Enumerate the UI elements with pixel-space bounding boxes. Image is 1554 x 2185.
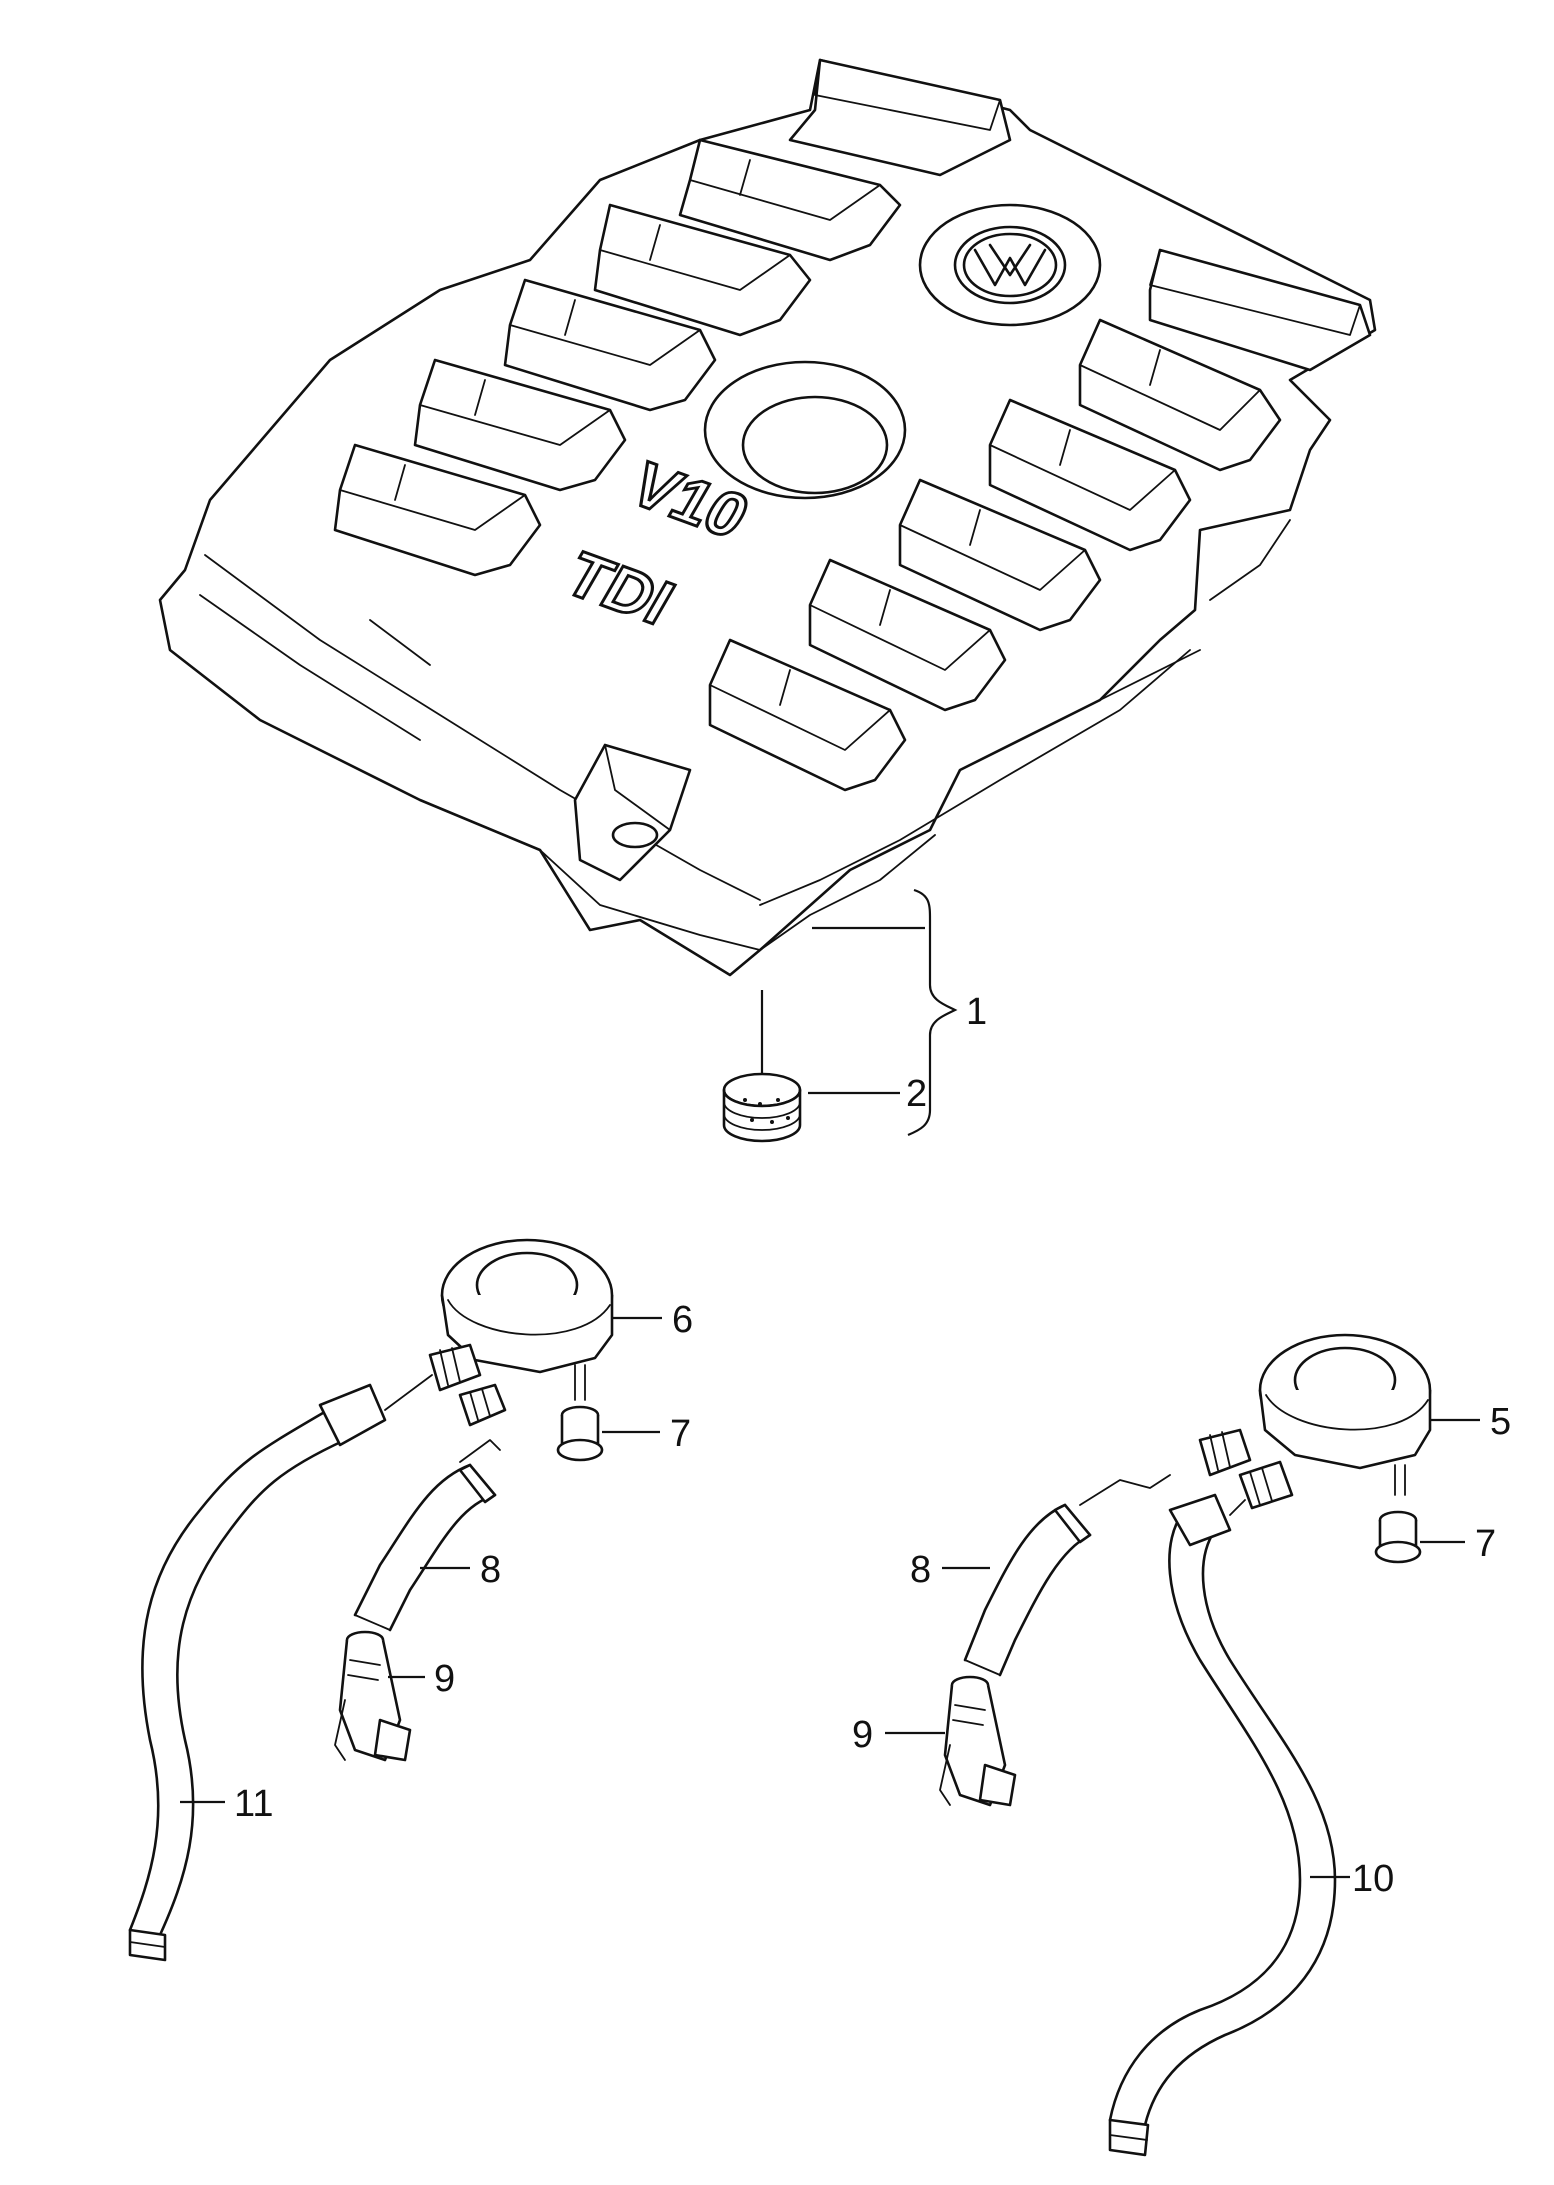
grommet[interactable]	[722, 990, 802, 1143]
callout-label-2: 2	[906, 1073, 927, 1115]
hose-10[interactable]	[1108, 1493, 1337, 2157]
breather-valve-right[interactable]	[1258, 1333, 1432, 1470]
callout-label-7-right: 7	[1475, 1523, 1496, 1565]
callout-label-11: 11	[234, 1783, 273, 1825]
hose-8-right[interactable]	[963, 1474, 1171, 1677]
cylinder-ribs-left	[333, 138, 902, 577]
callout-label-7-left: 7	[670, 1413, 691, 1455]
oil-filler-opening	[703, 360, 907, 500]
callout-label-9-right: 9	[852, 1714, 873, 1756]
tee-fitting-left[interactable]	[334, 1630, 412, 1762]
callout-label-10: 10	[1352, 1858, 1394, 1900]
callout-label-1: 1	[966, 991, 987, 1033]
lift-handle	[573, 743, 692, 882]
breather-valve-left[interactable]	[440, 1238, 614, 1374]
engine-cover[interactable]: V10 TDI	[158, 58, 1377, 977]
hose-8-left[interactable]	[353, 1439, 501, 1632]
vw-logo-icon	[918, 203, 1102, 327]
cylinder-ribs-right	[708, 318, 1282, 792]
tee-fitting-right[interactable]	[939, 1675, 1017, 1807]
callout-label-6: 6	[672, 1299, 693, 1341]
bushing-right[interactable]	[1374, 1510, 1422, 1564]
callout-label-8-right: 8	[910, 1549, 931, 1591]
callout-label-5: 5	[1490, 1401, 1511, 1443]
breather-fittings-right	[1198, 1428, 1406, 1510]
callout-bracket-1	[907, 888, 958, 1137]
callout-label-9-left: 9	[434, 1658, 455, 1700]
callout-label-8-left: 8	[480, 1549, 501, 1591]
bushing-left[interactable]	[556, 1405, 604, 1462]
hose-11[interactable]	[128, 1374, 433, 1962]
breather-fittings-left	[428, 1343, 586, 1427]
